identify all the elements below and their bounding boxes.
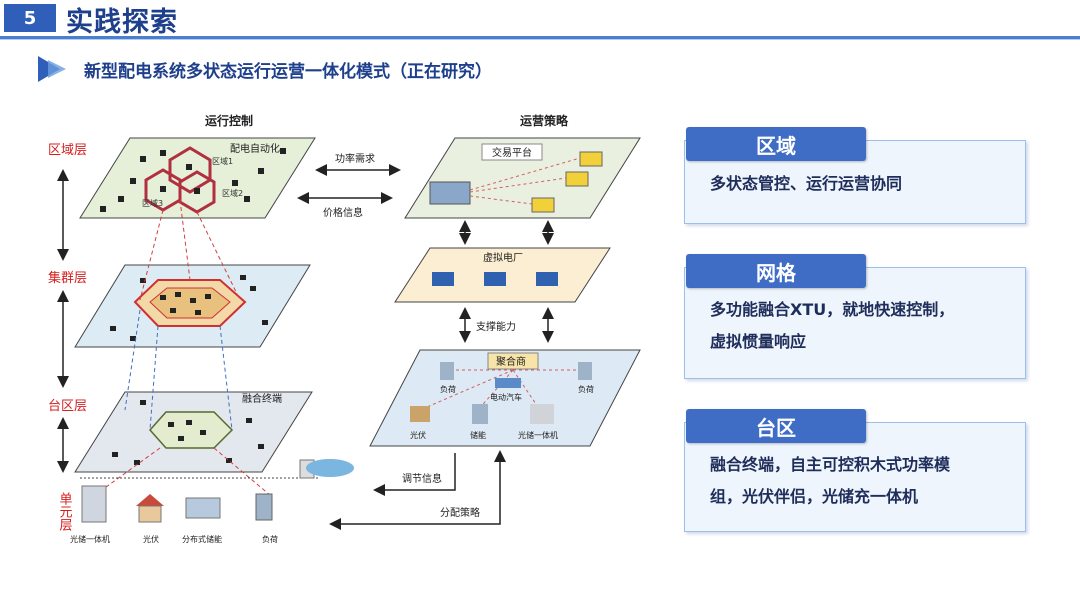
arrow-label-adjust-info: 调节信息 <box>402 472 442 485</box>
vpp-plane: 虚拟电厂 <box>394 247 611 303</box>
load1-label: 负荷 <box>440 384 456 394</box>
pv-label: 光伏 <box>410 430 426 440</box>
arrow-label-alloc-strategy: 分配策略 <box>440 506 480 519</box>
trade-plane: 交易平台 <box>404 137 641 219</box>
panel-grid-text-2: 虚拟惯量响应 <box>710 332 807 351</box>
architecture-diagram: 运行控制 运营策略 区域层 集群层 台区层 单元层 配电自动化 区域1 区域2 … <box>48 113 641 544</box>
layer-label-region: 区域层 <box>48 143 87 158</box>
layer-label-unit: 单元层 <box>57 492 73 532</box>
arrow-label-support: 支撑能力 <box>476 320 516 333</box>
unit-label-pv: 光伏 <box>143 534 159 544</box>
panel-region-text-1: 多状态管控、运行运营协同 <box>710 174 903 193</box>
trade-label: 交易平台 <box>492 146 532 159</box>
unit-label-pv-storage: 光储一体机 <box>70 534 110 544</box>
unit-label-load: 负荷 <box>262 534 278 544</box>
panel-station-title: 台区 <box>686 409 866 443</box>
cluster-plane <box>74 264 311 348</box>
auto-label: 配电自动化 <box>230 142 280 155</box>
aggregator-plane: 聚合商 负荷 负荷 电动汽车 光伏 储能 光储一体机 <box>369 349 641 447</box>
panel-station-text-2: 组，光伏伴侣，光储充一体机 <box>710 487 919 506</box>
pv-storage-charge-label: 光储一体机 <box>518 430 558 440</box>
play-arrow-icon <box>38 56 66 82</box>
zone1-label: 区域1 <box>212 156 233 166</box>
unit-label-storage: 分布式储能 <box>182 534 222 544</box>
header-divider <box>0 36 1080 39</box>
arrow-label-power-demand: 功率需求 <box>335 152 375 165</box>
aggregator-label: 聚合商 <box>496 355 526 368</box>
vpp-label: 虚拟电厂 <box>483 251 523 264</box>
col-right-title: 运营策略 <box>520 113 569 128</box>
panel-grid-title: 网格 <box>686 254 866 288</box>
region-plane: 配电自动化 区域1 区域2 区域3 <box>79 137 316 219</box>
zone3-label: 区域3 <box>142 198 163 208</box>
load2-label: 负荷 <box>578 384 594 394</box>
layer-label-station: 台区层 <box>48 399 87 414</box>
section-number-badge: 5 <box>4 4 56 32</box>
header-divider-light <box>0 39 1080 40</box>
col-left-title: 运行控制 <box>205 113 253 128</box>
panel-grid-text-1: 多功能融合XTU，就地快速控制， <box>710 300 955 319</box>
unit-row: 光储一体机 光伏 分布式储能 负荷 <box>70 459 354 544</box>
ev-label: 电动汽车 <box>490 392 522 402</box>
layer-label-cluster: 集群层 <box>48 270 87 286</box>
panel-station-text-1: 融合终端，自主可控积木式功率模 <box>710 455 951 474</box>
panel-region-title: 区域 <box>686 127 866 161</box>
fusion-label: 融合终端 <box>242 392 282 405</box>
arrow-label-price-info: 价格信息 <box>323 206 363 219</box>
section-title: 实践探索 <box>66 7 178 38</box>
storage-label: 储能 <box>470 430 486 440</box>
subtitle: 新型配电系统多状态运行运营一体化模式（正在研究） <box>84 62 492 82</box>
station-plane: 融合终端 <box>74 391 313 473</box>
zone2-label: 区域2 <box>222 188 243 198</box>
